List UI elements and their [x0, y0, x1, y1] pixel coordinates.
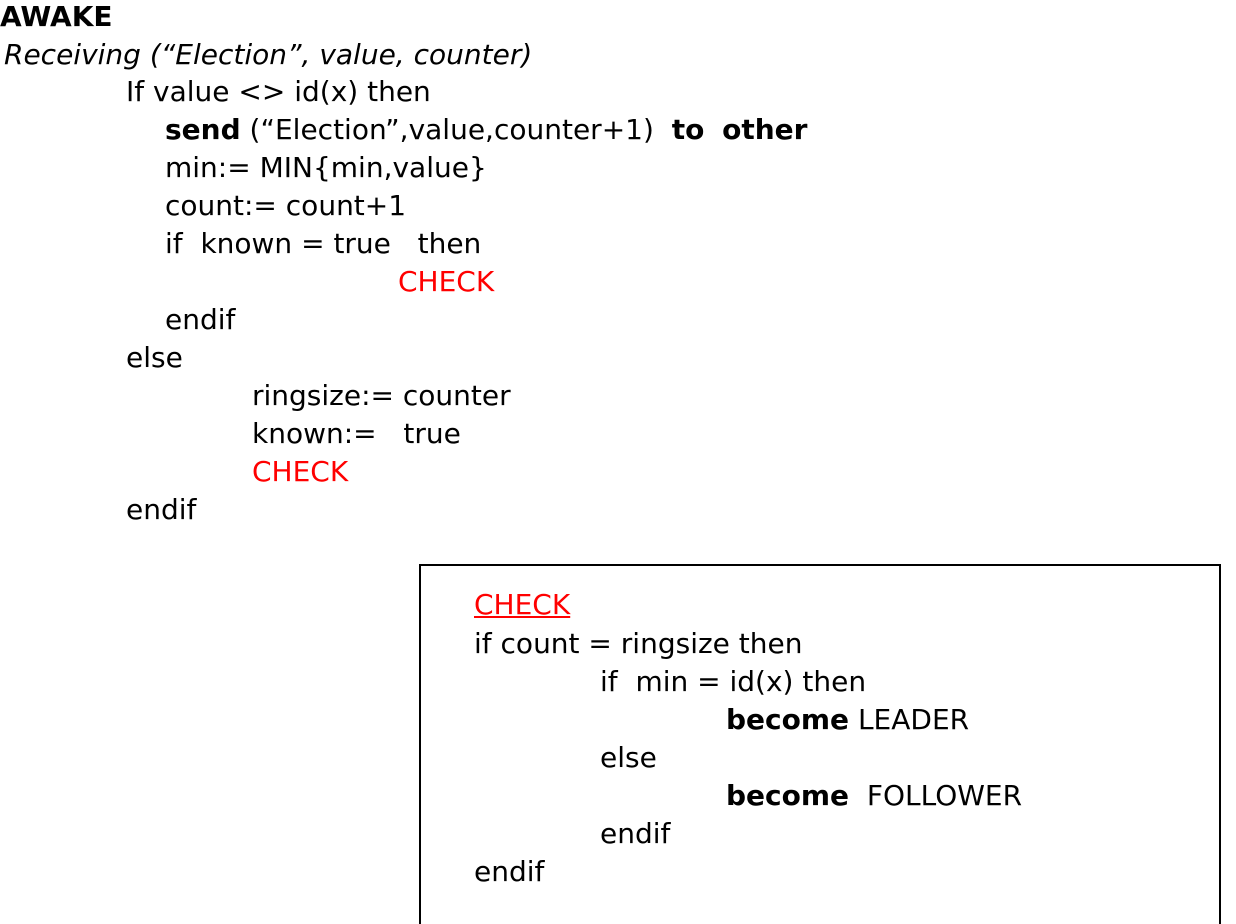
endif-inner-line: endif — [165, 303, 236, 336]
check-call-2: CHECK — [252, 455, 349, 488]
send-keyword: send — [165, 113, 241, 146]
send-args: (“Election”,value,counter+1) — [240, 113, 672, 146]
send-line: send (“Election”,value,counter+1) to oth… — [165, 113, 807, 147]
become-leader-line: become LEADER — [726, 703, 969, 737]
else-line: else — [126, 341, 183, 374]
if-value-line: If value <> id(x) then — [126, 75, 431, 108]
other-keyword: other — [722, 113, 808, 146]
check-call-1: CHECK — [398, 265, 495, 298]
become-keyword: become — [726, 779, 850, 812]
heading-awake: AWAKE — [0, 0, 113, 33]
check-title: CHECK — [474, 588, 571, 621]
min-line: min:= MIN{min,value} — [165, 151, 487, 184]
if-count-line: if count = ringsize then — [474, 627, 803, 660]
spacer — [704, 113, 722, 146]
ringsize-line: ringsize:= counter — [252, 379, 511, 412]
follower-text: FOLLOWER — [849, 779, 1023, 812]
to-keyword: to — [671, 113, 705, 146]
known-line: known:= true — [252, 417, 461, 450]
become-keyword: become — [726, 703, 850, 736]
become-follower-line: become FOLLOWER — [726, 779, 1022, 813]
leader-text: LEADER — [849, 703, 970, 736]
if-min-line: if min = id(x) then — [600, 665, 867, 698]
endif-outer-line: endif — [126, 493, 197, 526]
endif-inner-box-line: endif — [600, 817, 671, 850]
check-procedure-box — [419, 564, 1221, 924]
if-known-line: if known = true then — [165, 227, 482, 260]
count-line: count:= count+1 — [165, 189, 407, 222]
endif-outer-box-line: endif — [474, 855, 545, 888]
receiving-line: Receiving (“Election”, value, counter) — [4, 38, 533, 71]
else-line-box: else — [600, 741, 657, 774]
